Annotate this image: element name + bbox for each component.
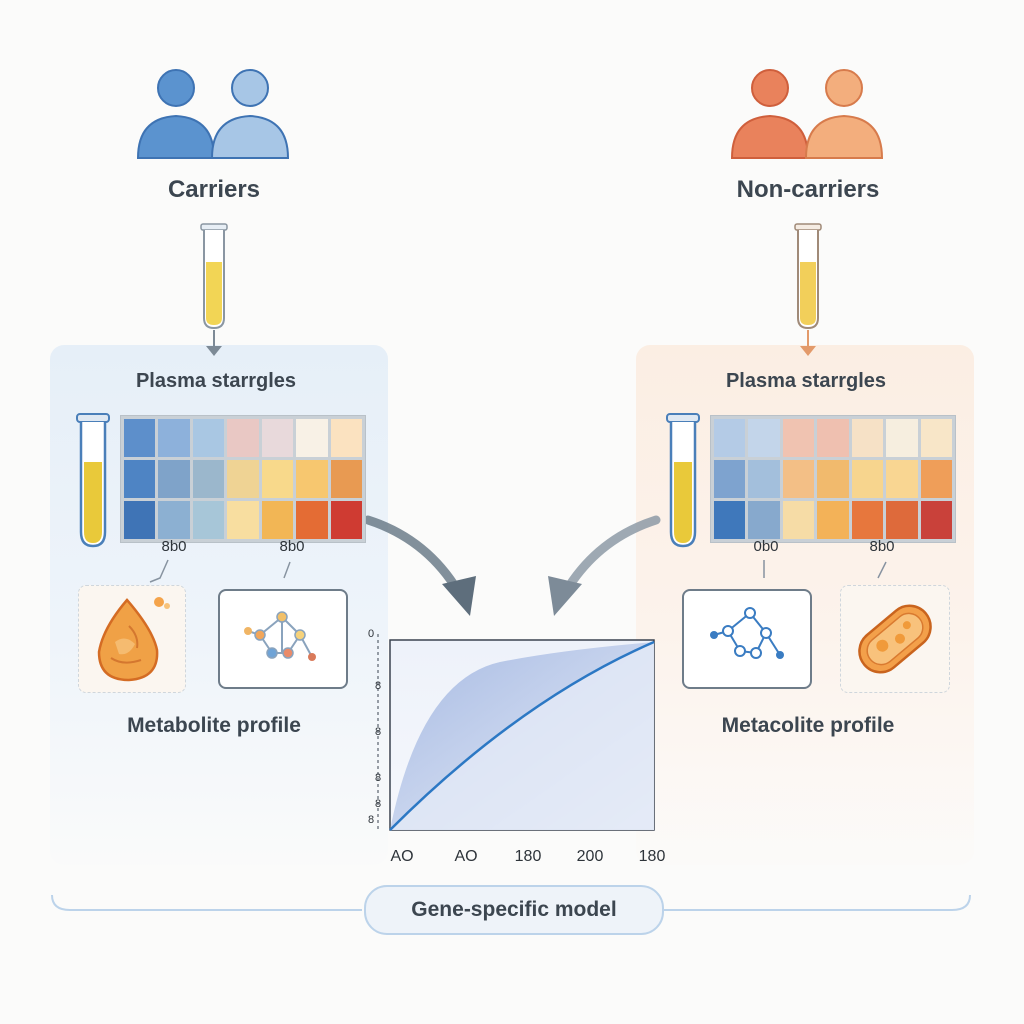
heatmap-cell	[714, 460, 746, 498]
non-carriers-panel-tube-icon	[666, 413, 700, 548]
heatmap-cell	[158, 419, 190, 457]
carriers-label: Carriers	[167, 176, 261, 203]
heatmap-cell	[920, 501, 952, 539]
chart-x-tick-4: 200	[576, 848, 604, 865]
non-carriers-profile-label: Metacolite profile	[721, 714, 895, 737]
heatmap-cell	[714, 501, 746, 539]
heatmap-cell	[296, 501, 328, 539]
heatmap-cell	[330, 419, 362, 457]
heatmap-cell	[920, 419, 952, 457]
carriers-panel-tube-icon	[76, 413, 110, 548]
carriers-heatmap	[120, 415, 366, 543]
chart-y-tick-5: 8	[374, 798, 382, 810]
heatmap-cell	[227, 501, 259, 539]
heatmap-cell	[886, 460, 918, 498]
connector-right-2	[877, 561, 887, 579]
chart-y-tick-3: 8	[374, 726, 382, 738]
heatmap-cell	[817, 460, 849, 498]
curved-arrow-left-head	[442, 576, 476, 616]
chart-x-tick-1: AO	[390, 848, 414, 865]
heatmap-cell	[330, 460, 362, 498]
curved-arrow-right-head	[548, 576, 582, 616]
carriers-tick-label-1: 8b0	[161, 538, 187, 555]
heatmap-cell	[330, 501, 362, 539]
heatmap-cell	[124, 501, 156, 539]
chart-x-tick-5: 180	[638, 848, 666, 865]
heatmap-cell	[261, 419, 294, 457]
heatmap-cell	[192, 501, 225, 539]
carriers-droplet-box	[78, 585, 186, 693]
heatmap-cell	[782, 460, 815, 498]
heatmap-cell	[748, 419, 780, 457]
heatmap-cell	[817, 419, 849, 457]
heatmap-cell	[714, 419, 746, 457]
non-carriers-tick-label-1: 0b0	[753, 538, 779, 555]
chart-x-tick-3: 180	[514, 848, 542, 865]
metabolite-droplet-icon	[97, 597, 170, 682]
heatmap-cell	[886, 419, 918, 457]
heatmap-cell	[748, 460, 780, 498]
non-carriers-label: Non-carriers	[736, 176, 880, 203]
non-carriers-panel-title: Plasma starrgles	[725, 370, 887, 392]
chart-y-tick-2: 8	[374, 680, 382, 692]
connector-left-2	[283, 561, 291, 579]
heatmap-cell	[782, 419, 815, 457]
chart-y-tick-4: 8	[374, 772, 382, 784]
molecule-network-icon	[244, 611, 316, 661]
non-carriers-cell-box	[840, 585, 950, 693]
carriers-network-box	[218, 589, 348, 689]
carriers-people-icon	[136, 69, 290, 159]
heatmap-cell	[158, 501, 190, 539]
chart-lower-area	[390, 642, 654, 830]
heatmap-cell	[296, 460, 328, 498]
heatmap-cell	[851, 501, 884, 539]
carriers-panel-title: Plasma starrgles	[135, 370, 297, 392]
chart-x-tick-2: AO	[454, 848, 478, 865]
non-carriers-tick-label-2: 8b0	[869, 538, 895, 555]
connector-left-1	[149, 559, 169, 583]
heatmap-cell	[261, 501, 294, 539]
heatmap-cell	[227, 419, 259, 457]
heatmap-cell	[817, 501, 849, 539]
heatmap-cell	[782, 501, 815, 539]
chart-y-tick-1: 0	[367, 628, 375, 640]
non-carriers-people-icon	[730, 69, 884, 159]
heatmap-cell	[192, 460, 225, 498]
heatmap-cell	[227, 460, 259, 498]
carriers-profile-label: Metabolite profile	[127, 714, 301, 737]
heatmap-cell	[261, 460, 294, 498]
non-carriers-network-box	[682, 589, 812, 689]
model-curve-chart	[377, 634, 655, 831]
heatmap-cell	[886, 501, 918, 539]
arrow-right-head	[800, 346, 816, 356]
heatmap-cell	[296, 419, 328, 457]
non-carriers-sample-tube-icon	[794, 223, 822, 330]
heatmap-cell	[192, 419, 225, 457]
carriers-sample-tube-icon	[200, 223, 228, 330]
heatmap-cell	[748, 501, 780, 539]
gene-specific-model-label: Gene-specific model	[364, 885, 664, 935]
heatmap-cell	[851, 460, 884, 498]
heatmap-cell	[851, 419, 884, 457]
carriers-tick-label-2: 8b0	[279, 538, 305, 555]
cell-organelle-icon	[858, 604, 932, 674]
non-carriers-heatmap	[710, 415, 956, 543]
chart-y-tick-6: 8	[367, 814, 375, 826]
molecule-network-icon	[710, 607, 784, 659]
bottom-bracket	[51, 894, 971, 911]
heatmap-cell	[920, 460, 952, 498]
chart-curve-line	[389, 640, 655, 831]
heatmap-cell	[124, 419, 156, 457]
heatmap-cell	[158, 460, 190, 498]
arrow-left-head	[206, 346, 222, 356]
heatmap-cell	[124, 460, 156, 498]
